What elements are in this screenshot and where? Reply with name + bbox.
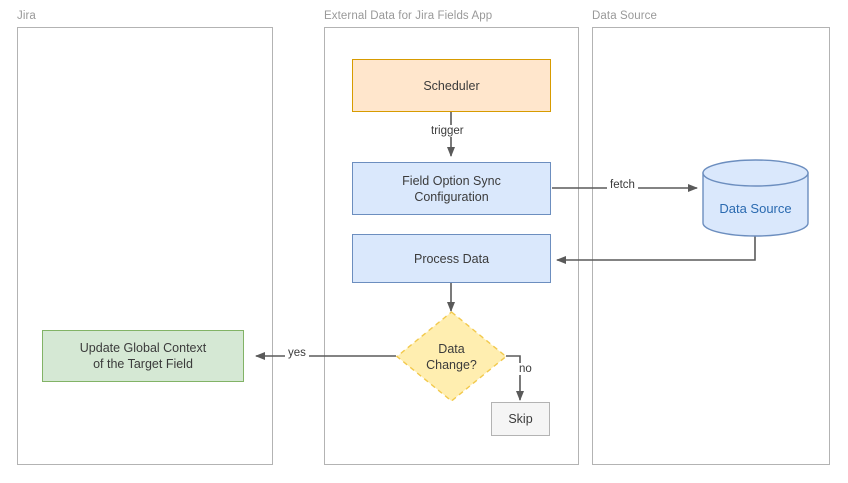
group-label-app: External Data for Jira Fields App (324, 10, 493, 22)
node-field-option-sync-configuration[interactable]: Field Option Sync Configuration (352, 162, 551, 215)
database-cylinder-icon (702, 159, 809, 237)
node-data-change-label: Data Change? (426, 341, 477, 372)
node-scheduler[interactable]: Scheduler (352, 59, 551, 112)
edge-label-no: no (516, 363, 535, 375)
node-data-change[interactable]: Data Change? (396, 311, 507, 402)
group-label-datasource: Data Source (592, 10, 658, 22)
group-container-jira (17, 27, 273, 465)
edge-label-trigger: trigger (428, 125, 467, 137)
edge-label-yes: yes (285, 347, 309, 359)
edge-label-fetch: fetch (607, 179, 638, 191)
node-update-global-context[interactable]: Update Global Context of the Target Fiel… (42, 330, 244, 382)
node-data-source-db[interactable]: Data Source (702, 159, 809, 237)
diamond-shape (396, 311, 507, 402)
group-label-jira: Jira (17, 10, 36, 22)
node-process-data[interactable]: Process Data (352, 234, 551, 283)
node-skip[interactable]: Skip (491, 402, 550, 436)
node-data-source-db-label: Data Source (719, 200, 792, 216)
